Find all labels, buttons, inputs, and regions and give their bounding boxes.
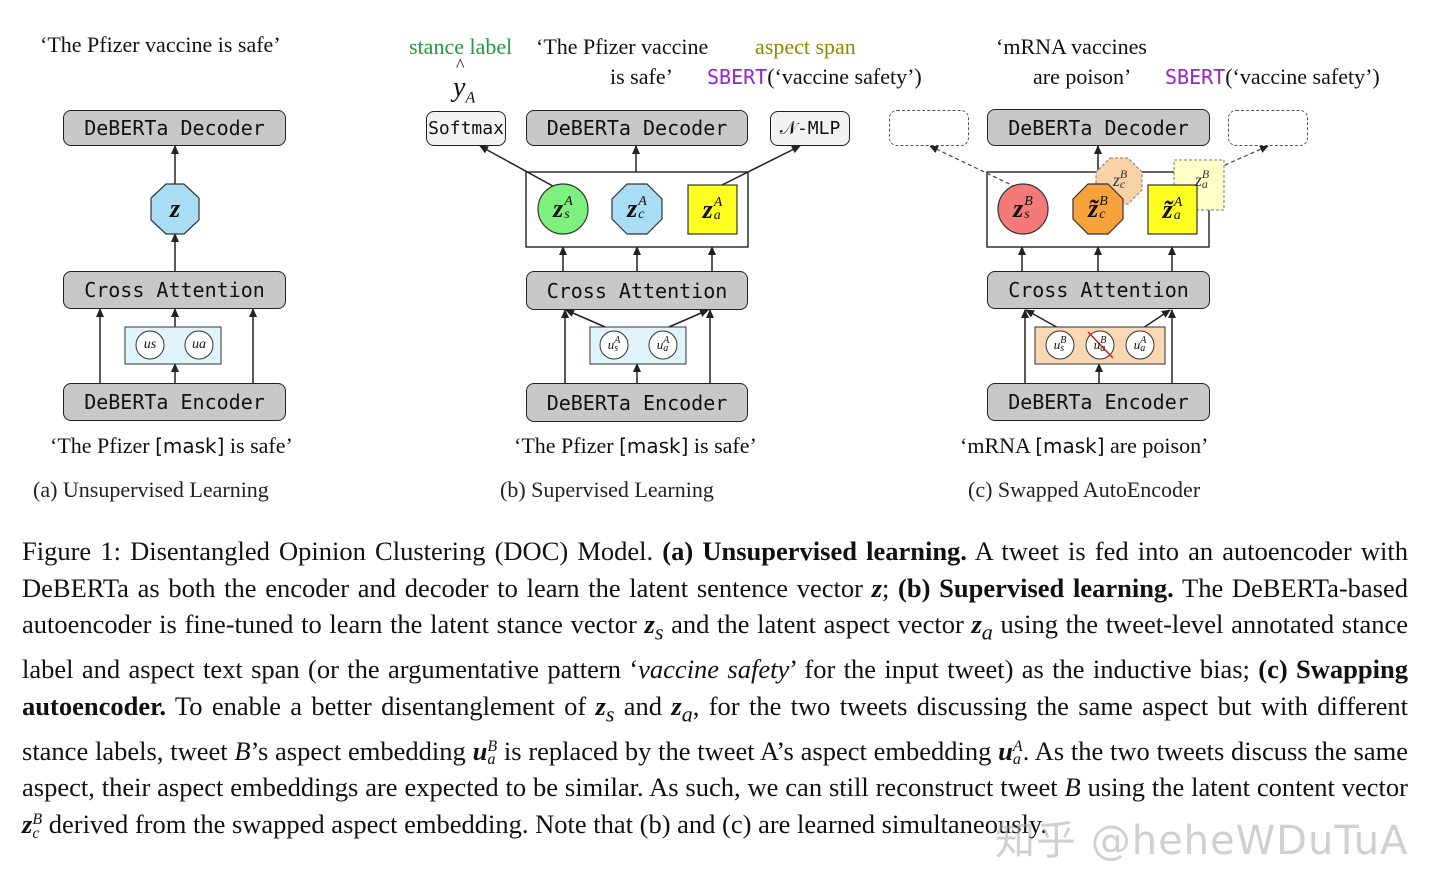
panel-c-top-text-1: ‘mRNA vaccines (996, 34, 1147, 59)
panel-a-u-s-node (135, 330, 165, 360)
panel-a-top-text: ‘The Pfizer vaccine is safe’ (40, 32, 281, 57)
panel-b-u-a-node (648, 330, 678, 360)
figure-diagram (96, 145, 1269, 383)
panel-c-encoder-box: DeBERTa Encoder (987, 383, 1210, 421)
panel-b-top-text-2: is safe’ (610, 64, 673, 89)
panel-b-encoder-box: DeBERTa Encoder (526, 383, 748, 422)
panel-a-cross-attention-box: Cross Attention (63, 271, 286, 309)
panel-c-bottom-text: ‘mRNA [mask] are poison’ (960, 433, 1209, 458)
mlp-box: 𝒩-MLP (770, 111, 850, 146)
panel-c-dashed-box-right (1228, 110, 1308, 146)
panel-b-u-s-node (599, 330, 629, 360)
figure-caption: Figure 1: Disentangled Opinion Clusterin… (22, 536, 1409, 842)
panel-a-bottom-text: ‘The Pfizer [mask] is safe’ (50, 433, 293, 458)
stance-label-text: stance label (409, 34, 513, 59)
panel-b-cross-attention-box: Cross Attention (526, 271, 748, 310)
panel-b-decoder-box: DeBERTa Decoder (526, 110, 748, 146)
panel-c-top-text-2: are poison’ (1033, 64, 1132, 89)
panel-a-decoder-box: DeBERTa Decoder (63, 110, 286, 146)
watermark-text: 知乎 @heheWDuTuA (995, 818, 1409, 864)
panel-c-sbert-text: SBERT(‘vaccine safety’) (1165, 64, 1380, 89)
softmax-box: Softmax (426, 111, 506, 146)
panel-b-zc-octagon (611, 183, 663, 235)
panel-c-decoder-box: DeBERTa Decoder (987, 109, 1210, 146)
panel-c-u-s-node (1045, 330, 1075, 360)
panel-a-subcaption: (a) Unsupervised Learning (33, 477, 269, 502)
panel-c-zc-octagon (1072, 183, 1124, 235)
panel-c-dashed-box-left (889, 110, 969, 146)
panel-b-sbert-text: SBERT(‘vaccine safety’) (707, 64, 922, 89)
panel-a-u-a-node (184, 330, 214, 360)
aspect-span-text: aspect span (755, 34, 856, 59)
panel-b-za-square (687, 184, 738, 235)
panel-c-zs-circle (997, 183, 1049, 235)
panel-a-z-label: z (169, 194, 181, 223)
panel-c-u-b-strike (1087, 331, 1114, 359)
panel-b-subcaption: (b) Supervised Learning (500, 477, 714, 502)
panel-b-bottom-text: ‘The Pfizer [mask] is safe’ (514, 433, 757, 458)
y-hat-label: ^yA (453, 55, 476, 107)
panel-b-top-text-1: ‘The Pfizer vaccine (536, 34, 709, 59)
panel-a-encoder-box: DeBERTa Encoder (63, 383, 286, 421)
panel-c-subcaption: (c) Swapped AutoEncoder (968, 477, 1201, 502)
panel-a-arrows (96, 145, 257, 383)
panel-c-za-square (1147, 184, 1198, 235)
panel-c-u-a-node (1125, 330, 1155, 360)
panel-b-zs-circle (537, 183, 589, 235)
panel-c-cross-attention-box: Cross Attention (987, 271, 1210, 309)
panel-a-z-octagon (150, 183, 200, 235)
